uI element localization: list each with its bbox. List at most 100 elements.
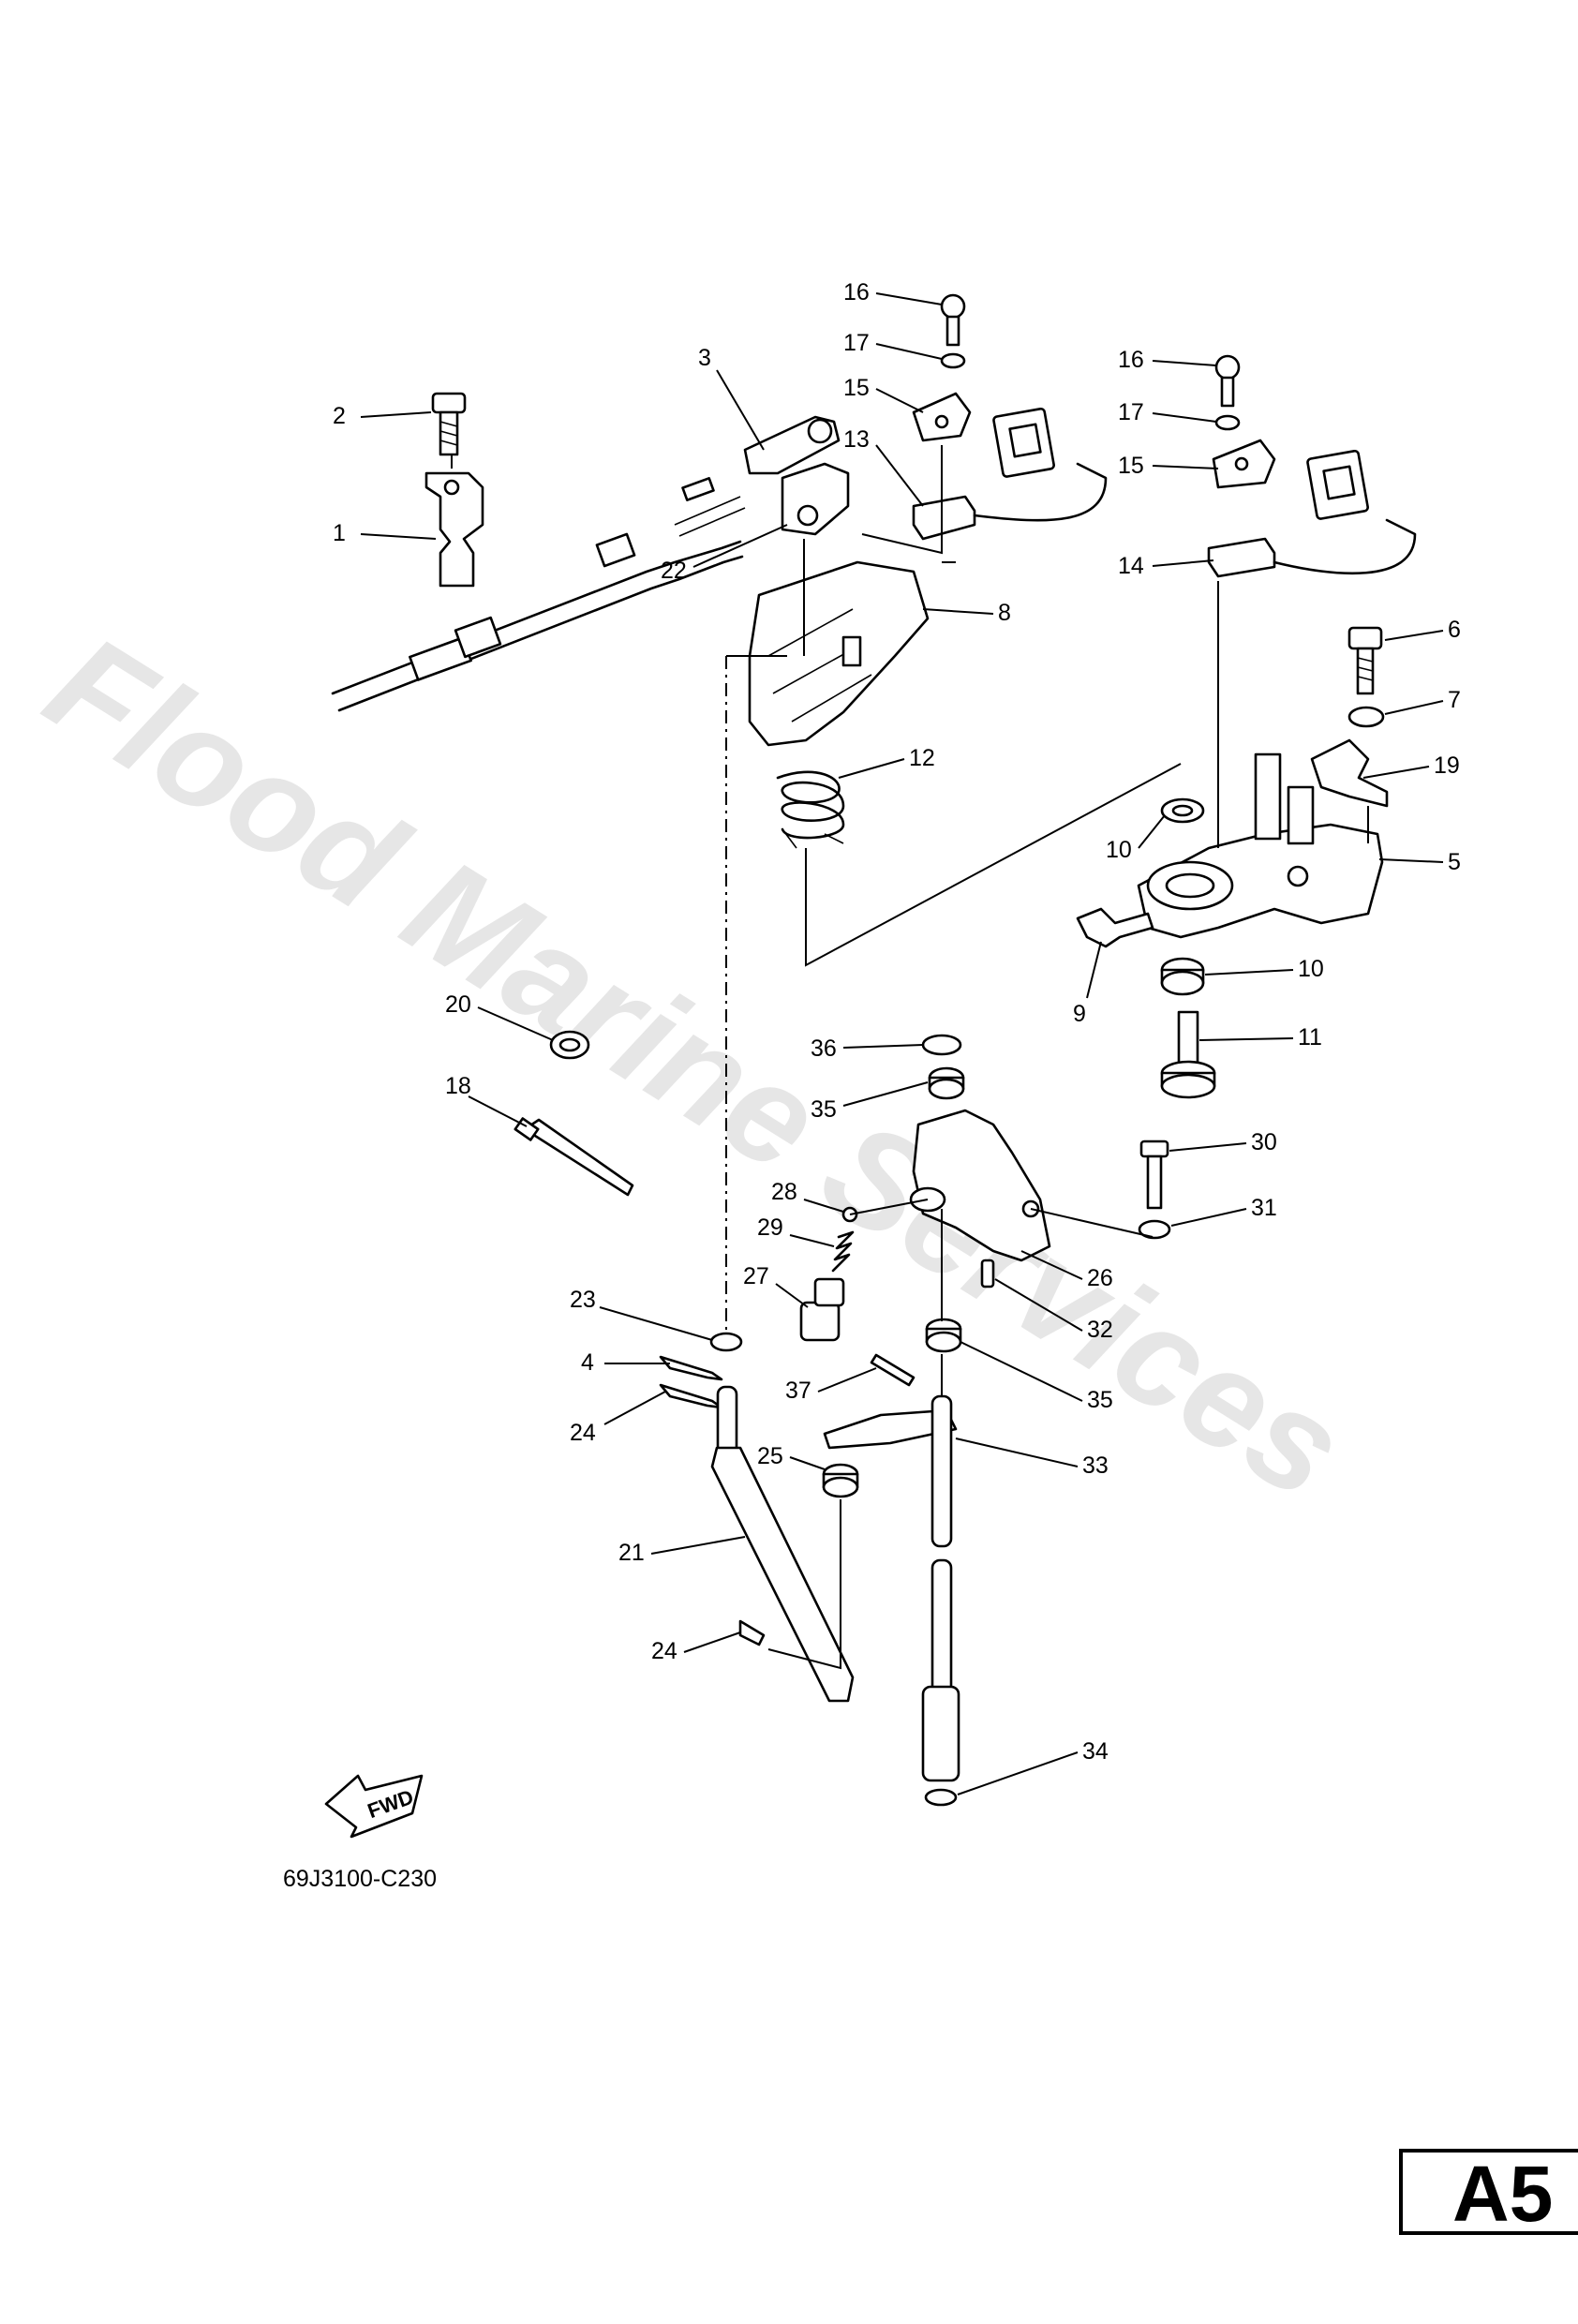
callout-18: 18 [445, 1073, 528, 1127]
callout-19: 19 [1362, 752, 1460, 779]
svg-text:6: 6 [1448, 617, 1461, 643]
svg-text:16: 16 [843, 279, 870, 305]
svg-text:32: 32 [1087, 1317, 1113, 1343]
svg-text:36: 36 [811, 1035, 837, 1062]
part-34-o-ring [924, 1788, 958, 1807]
part-12-spring [776, 770, 845, 849]
svg-text:9: 9 [1073, 1001, 1086, 1027]
callout-31: 31 [1170, 1195, 1277, 1227]
svg-text:37: 37 [785, 1378, 811, 1404]
part-21-link-rod [710, 1385, 855, 1703]
svg-text:16: 16 [1118, 347, 1144, 373]
svg-text:10: 10 [1298, 956, 1324, 982]
callout-11: 11 [1198, 1024, 1322, 1050]
part-35-collar-a [928, 1066, 965, 1100]
part-24-clip-a [659, 1383, 723, 1409]
svg-text:14: 14 [1118, 553, 1144, 579]
svg-text:11: 11 [1298, 1024, 1322, 1050]
part-5-shift-lever [1137, 752, 1384, 939]
callout-25: 25 [757, 1443, 826, 1470]
callout-32: 32 [994, 1278, 1113, 1343]
callout-34: 34 [957, 1738, 1109, 1795]
callout-17b: 17 [1118, 399, 1217, 425]
svg-text:28: 28 [771, 1179, 797, 1205]
svg-text:8: 8 [998, 600, 1011, 626]
part-13-neutral-switch [912, 407, 1108, 541]
svg-text:31: 31 [1251, 1195, 1277, 1221]
svg-text:30: 30 [1251, 1129, 1277, 1155]
callout-22: 22 [661, 524, 788, 584]
svg-text:1: 1 [333, 520, 346, 546]
part-1-cable-bracket [424, 440, 484, 588]
callout-30: 30 [1169, 1129, 1277, 1155]
callout-36: 36 [811, 1035, 924, 1062]
part-6-bolt [1347, 626, 1383, 695]
callout-5: 5 [1378, 849, 1461, 875]
svg-text:10: 10 [1106, 837, 1132, 863]
callout-17a: 17 [843, 330, 943, 360]
section-label-box: A5 [1399, 2149, 1578, 2238]
callout-15a: 15 [843, 375, 924, 413]
part-31-washer [1138, 1219, 1171, 1240]
part-18-cable-tie [514, 1117, 634, 1197]
svg-text:18: 18 [445, 1073, 471, 1099]
svg-text:21: 21 [618, 1540, 645, 1566]
svg-text:15: 15 [1118, 453, 1144, 479]
part-25-nut [822, 1463, 859, 1498]
callout-9: 9 [1073, 941, 1102, 1027]
callout-23: 23 [570, 1287, 713, 1341]
callout-2: 2 [333, 403, 432, 429]
diagram-code: 69J3100-C230 [283, 1866, 437, 1892]
part-19-clamp [1310, 738, 1389, 808]
callout-7: 7 [1384, 687, 1461, 715]
callout-37: 37 [785, 1367, 877, 1404]
callout-16b: 16 [1118, 347, 1217, 373]
part-36-washer [921, 1034, 962, 1056]
callout-26: 26 [1020, 1250, 1113, 1291]
callout-27: 27 [743, 1263, 809, 1308]
svg-text:35: 35 [811, 1096, 837, 1123]
callout-24a: 24 [570, 1391, 666, 1446]
callout-28: 28 [771, 1179, 844, 1213]
part-22-lever-link [781, 462, 850, 536]
part-24-clip-b [738, 1619, 766, 1646]
fwd-direction-arrow: FWD [324, 1774, 424, 1839]
part-17-washer-b [1214, 414, 1241, 431]
callout-1: 1 [333, 520, 437, 546]
part-20-ring [549, 1030, 590, 1060]
part-2-bolt [431, 392, 467, 456]
svg-text:7: 7 [1448, 687, 1461, 713]
callout-24b: 24 [651, 1631, 741, 1664]
part-27-plug [799, 1277, 845, 1342]
part-7-washer [1347, 706, 1385, 728]
callout-8: 8 [922, 600, 1011, 626]
svg-text:24: 24 [651, 1638, 677, 1664]
svg-text:25: 25 [757, 1443, 783, 1469]
part-32-pin [980, 1259, 995, 1289]
part-17-washer-a [940, 352, 966, 369]
svg-text:12: 12 [909, 745, 935, 771]
callout-12: 12 [838, 745, 935, 779]
part-8-shift-guide [748, 560, 930, 747]
part-14-switch [1207, 449, 1417, 578]
part-33-shift-rod [823, 1394, 960, 1782]
callout-14: 14 [1118, 553, 1214, 579]
part-35-collar-b [925, 1318, 962, 1353]
svg-text:22: 22 [661, 558, 687, 584]
part-10-bushing-a [1160, 797, 1205, 824]
svg-text:35: 35 [1087, 1387, 1113, 1413]
part-23-washer [709, 1332, 743, 1352]
callout-3: 3 [698, 345, 765, 451]
callout-4: 4 [581, 1349, 670, 1376]
svg-text:27: 27 [743, 1263, 769, 1289]
part-15-plate-b [1212, 439, 1276, 489]
svg-text:13: 13 [843, 426, 870, 453]
callout-10a: 10 [1106, 814, 1166, 863]
svg-text:24: 24 [570, 1420, 596, 1446]
svg-text:34: 34 [1082, 1738, 1109, 1765]
section-label: A5 [1452, 2150, 1553, 2238]
svg-text:26: 26 [1087, 1265, 1113, 1291]
callout-13: 13 [843, 426, 924, 507]
callout-6: 6 [1384, 617, 1461, 643]
